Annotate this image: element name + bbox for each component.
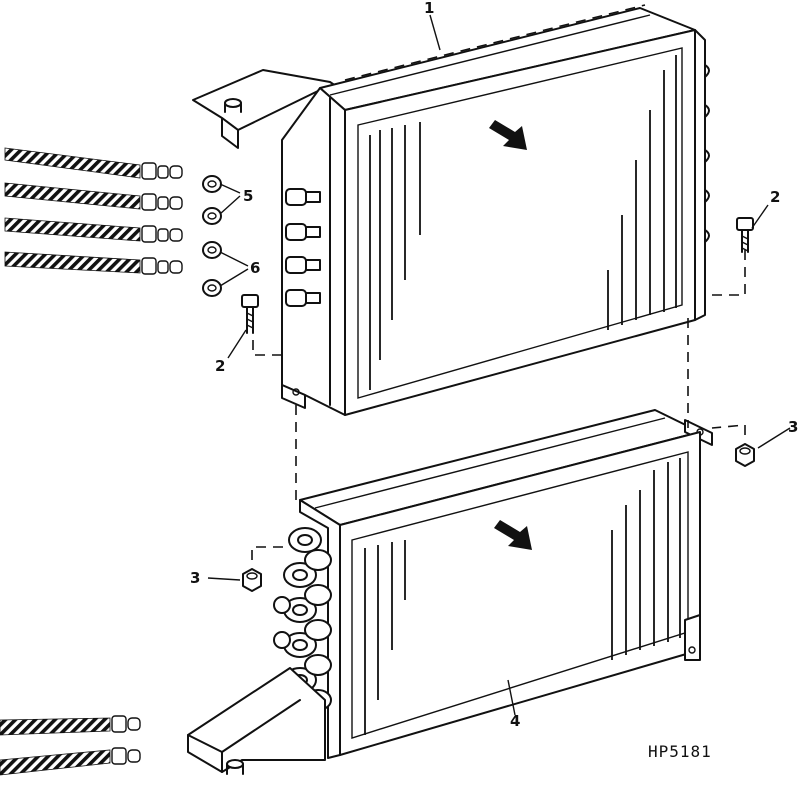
lower-coil-fins [364, 458, 681, 735]
o-ring-5a [202, 175, 222, 193]
upper-right-tube-ends [704, 64, 710, 243]
o-ring-6b [202, 279, 222, 297]
upper-airflow-arrow [489, 120, 527, 150]
callout-1: 1 [424, 0, 434, 17]
nut-right [735, 443, 755, 467]
o-rings [202, 175, 222, 297]
upper-coil-fittings [285, 188, 321, 307]
hose-5 [0, 715, 141, 736]
upper-coil-header [281, 87, 346, 416]
callout-3-right: 3 [788, 418, 798, 436]
bracket-stud [224, 98, 242, 108]
callout-3-left: 3 [190, 569, 200, 587]
hose-4 [4, 251, 183, 275]
callout-6: 6 [250, 259, 260, 277]
nut-left [242, 568, 262, 592]
lower-coil-assembly [187, 409, 713, 775]
callout-4: 4 [510, 712, 520, 730]
lower-airflow-arrow [494, 520, 532, 550]
lower-mounting-bracket [187, 667, 326, 773]
hose-1 [4, 147, 183, 180]
alignment-lines [251, 4, 746, 560]
cap-screw-right [736, 217, 754, 253]
cap-screw-left [241, 294, 259, 334]
callout-2-left: 2 [215, 357, 225, 375]
upper-coil-fins [369, 55, 677, 390]
callout-5: 5 [243, 187, 253, 205]
hose-6 [0, 747, 141, 776]
o-ring-5b [202, 207, 222, 225]
hose-3 [4, 217, 183, 243]
callout-2-right: 2 [770, 188, 780, 206]
upper-coil-assembly [192, 7, 710, 416]
o-ring-6a [202, 241, 222, 259]
hose-2 [4, 182, 183, 211]
figure-code: HP5181 [648, 742, 712, 761]
leader-lines [207, 14, 791, 716]
refrigerant-hoses [0, 147, 183, 776]
